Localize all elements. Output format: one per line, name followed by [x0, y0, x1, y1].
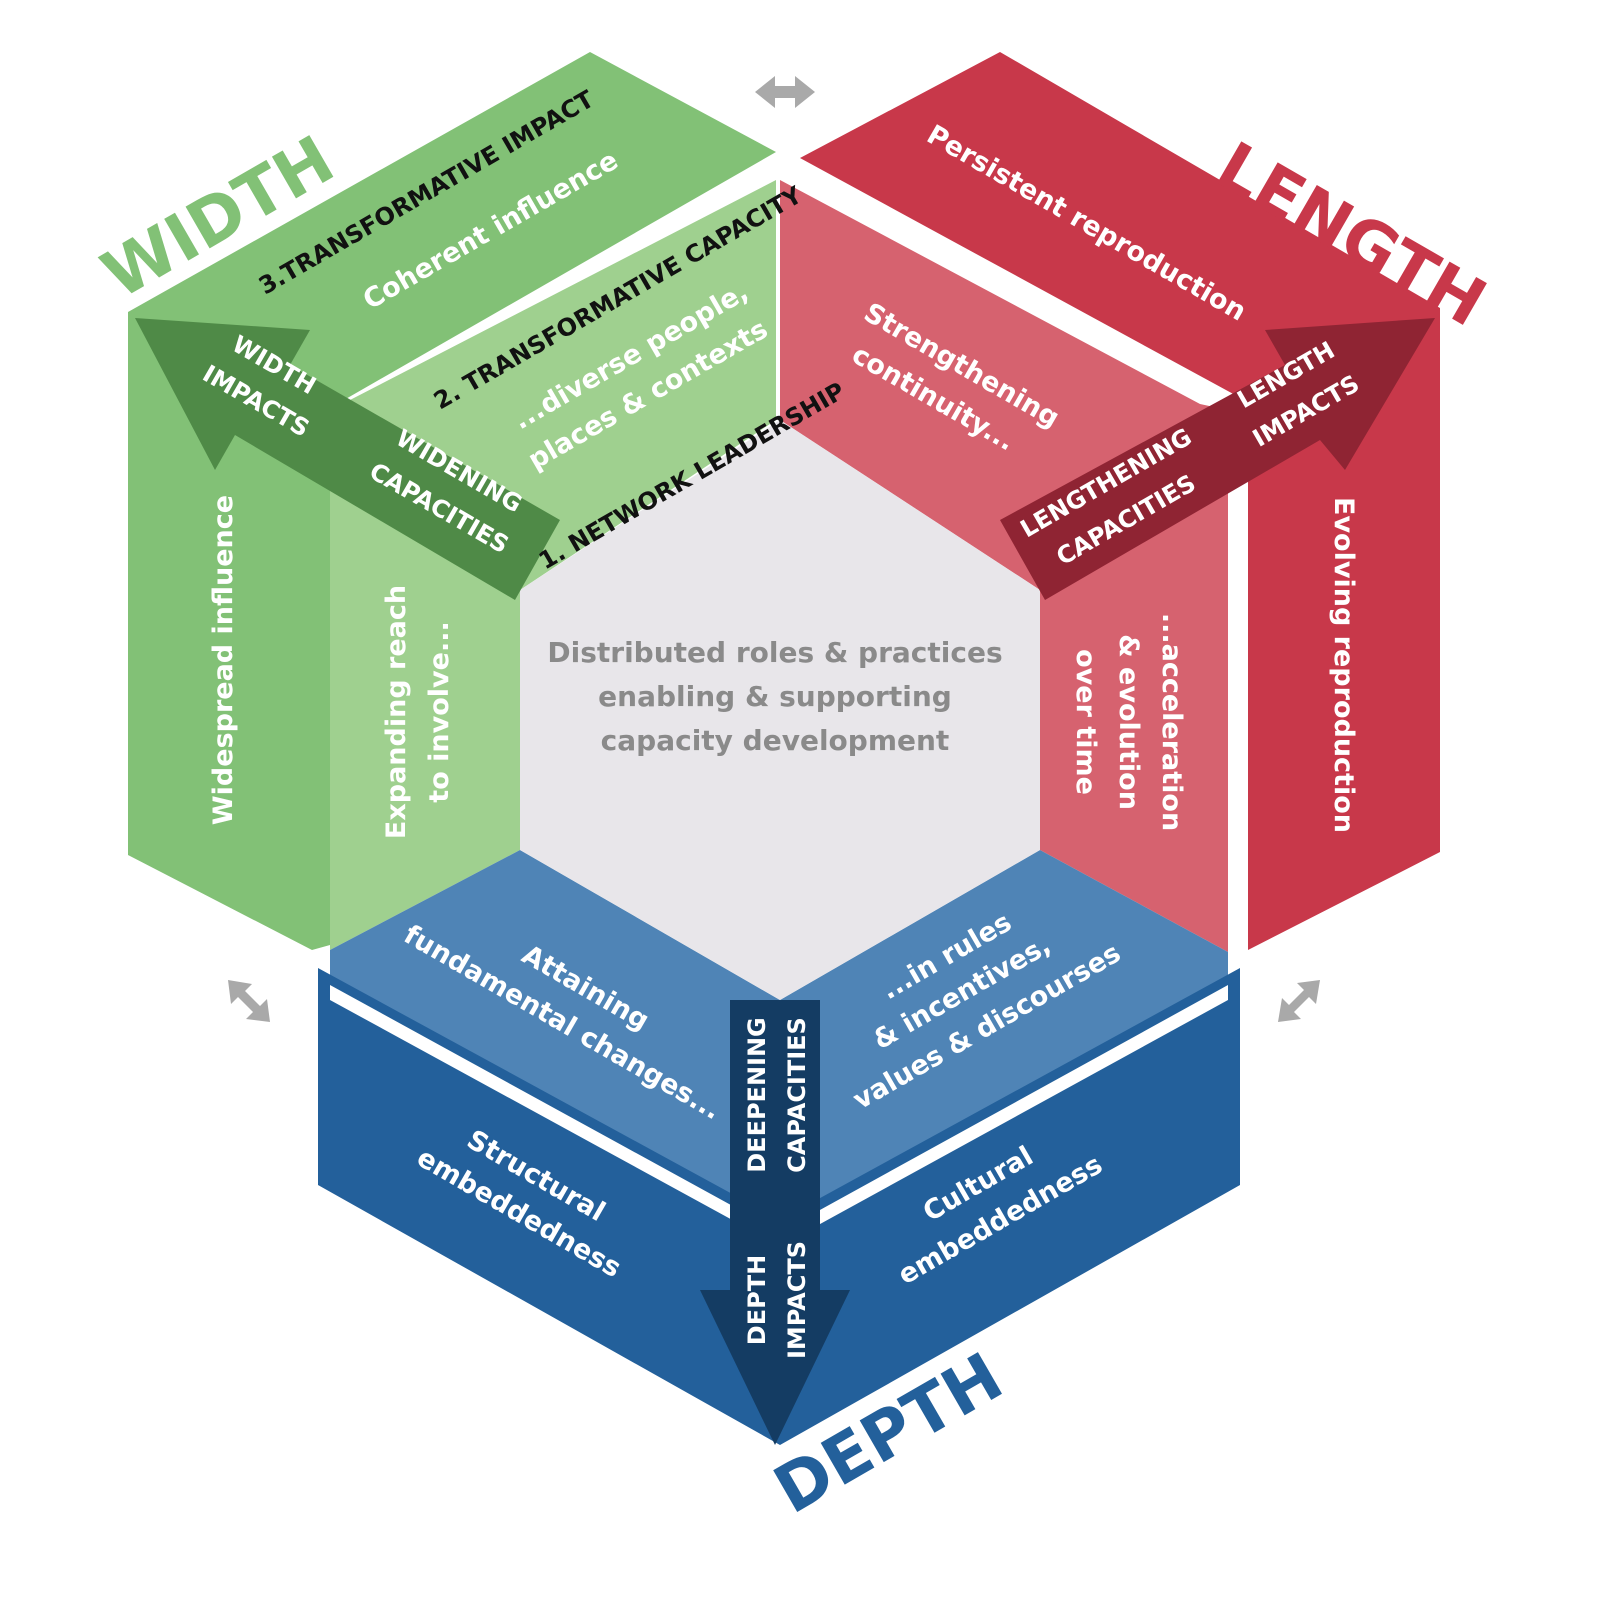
center-line-1: Distributed roles & practices: [547, 636, 1002, 669]
core-hexagon: [520, 420, 1040, 1000]
depth-arrow-capacities-2: CAPACITIES: [783, 1017, 811, 1173]
length-inner-band: [780, 180, 1228, 952]
connector-arrow-right: [1278, 980, 1320, 1022]
center-line-2: enabling & supporting: [598, 680, 952, 713]
length-arrow: [1000, 318, 1435, 600]
connector-arrow-left: [228, 980, 270, 1022]
width-inner-side-text-1: Expanding reach: [381, 585, 412, 839]
depth-arrow: [700, 1000, 850, 1445]
length-outer-band: [800, 52, 1440, 950]
length-inner-side-text-3: over time: [1070, 649, 1101, 795]
length-outer-side-text: Evolving reproduction: [1328, 497, 1359, 833]
width-outer-band: [128, 52, 776, 950]
width-inner-band: [330, 180, 776, 950]
depth-arrow-capacities-1: DEEPENING: [743, 1017, 771, 1173]
width-arrow: [135, 318, 560, 600]
depth-arrow-impacts-2: IMPACTS: [783, 1241, 811, 1359]
connector-arrow-top: [755, 76, 815, 108]
length-inner-side-text-2: & evolution: [1113, 634, 1144, 810]
width-inner-side-text-2: to involve...: [424, 621, 455, 802]
length-inner-side-text-1: ...acceleration: [1156, 613, 1187, 831]
depth-arrow-impacts-1: DEPTH: [743, 1255, 771, 1345]
width-outer-side-text: Widespread influence: [208, 495, 239, 825]
center-line-3: capacity development: [601, 724, 950, 757]
